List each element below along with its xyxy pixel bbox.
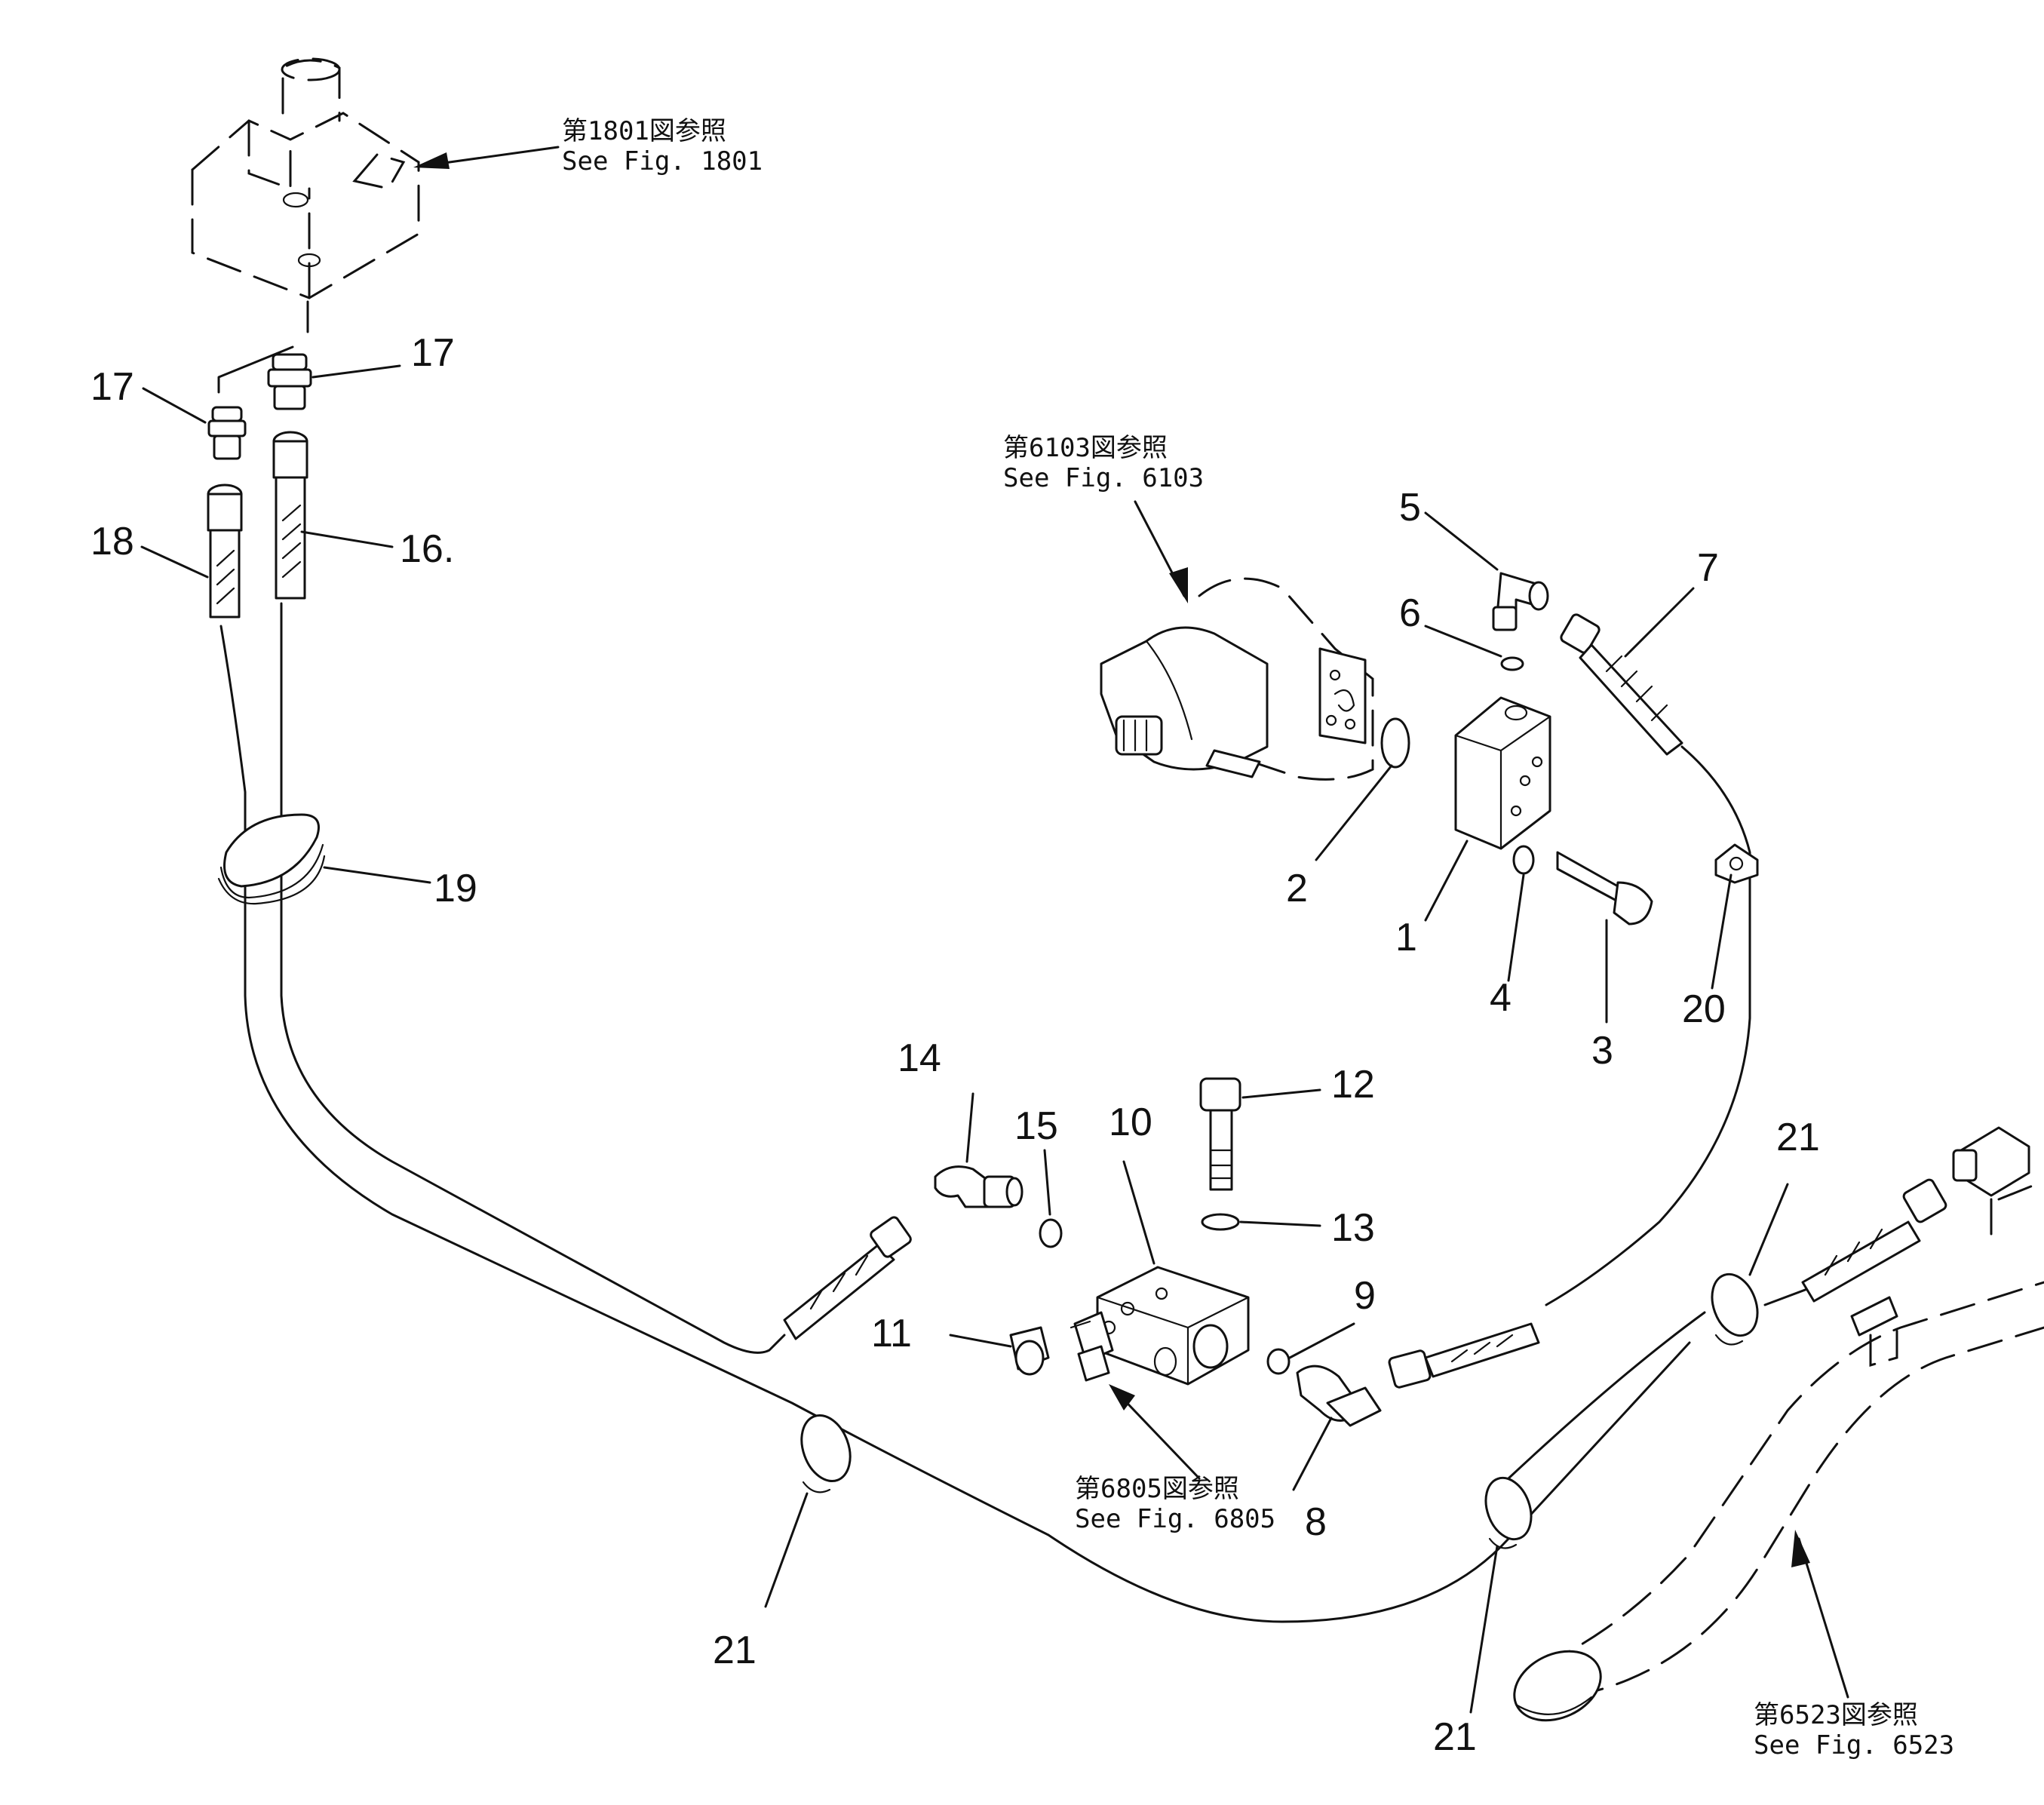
- label-part-2: 2: [1286, 867, 1308, 910]
- arrowhead-fig6523: [1791, 1530, 1810, 1567]
- label-part-9: 9: [1354, 1274, 1376, 1318]
- washer-4: [1512, 845, 1535, 875]
- ref-6805-en: See Fig. 6805: [1075, 1504, 1275, 1534]
- label-part-1: 1: [1395, 916, 1417, 959]
- label-part-17a: 17: [91, 365, 134, 409]
- valve-block-10: [1096, 1266, 1250, 1386]
- label-part-4: 4: [1490, 976, 1512, 1020]
- hose-end-14: [783, 1216, 912, 1340]
- clamp-21-left: [800, 1414, 852, 1493]
- hose-run-left-inner: [280, 602, 786, 1354]
- part-leaders: [140, 364, 1789, 1714]
- oring-6: [1500, 656, 1524, 671]
- label-part-17b: 17: [411, 331, 455, 375]
- label-part-7: 7: [1697, 546, 1719, 590]
- clamp-21-center: [1484, 1476, 1533, 1549]
- hose-run-left-outer: [219, 625, 1691, 1623]
- label-part-21b: 21: [1433, 1715, 1477, 1759]
- hose-right-fitting: [1801, 1178, 1947, 1303]
- elbow-5: [1492, 572, 1549, 631]
- ref-6523-en: See Fig. 6523: [1754, 1730, 1954, 1760]
- label-part-12: 12: [1331, 1063, 1375, 1107]
- label-part-5: 5: [1399, 486, 1421, 530]
- label-part-15: 15: [1014, 1104, 1058, 1148]
- arrowhead-fig6103: [1169, 567, 1188, 603]
- washer-13: [1201, 1213, 1240, 1231]
- flange-block-1: [1454, 696, 1551, 850]
- ref-6103-jp: 第6103図参照: [1003, 433, 1168, 463]
- hose-18: [207, 483, 243, 619]
- plug-11: [1009, 1326, 1050, 1376]
- bolt-12: [1199, 1077, 1241, 1191]
- label-part-8: 8: [1305, 1500, 1327, 1544]
- hose-end-8: [1388, 1322, 1540, 1389]
- label-part-14: 14: [898, 1036, 941, 1080]
- label-part-3: 3: [1591, 1029, 1613, 1073]
- ref-6103-en: See Fig. 6103: [1003, 463, 1204, 493]
- label-part-11: 11: [871, 1312, 912, 1355]
- hose-run-7: [1545, 745, 1751, 1306]
- ref-6523-jp: 第6523図参照: [1754, 1700, 1918, 1730]
- fitting-17-right: [267, 353, 312, 410]
- fitting-17-left: [207, 406, 247, 460]
- label-part-13: 13: [1331, 1206, 1375, 1250]
- tee-fitting-right: [1850, 1296, 1898, 1367]
- ref-6805-jp: 第6805図参照: [1075, 1474, 1239, 1504]
- label-part-10: 10: [1109, 1100, 1152, 1144]
- clamp-19: [217, 813, 326, 905]
- clamp-21-right: [1711, 1272, 1759, 1346]
- label-part-21a: 21: [713, 1628, 757, 1672]
- sensor-fig6805: [1070, 1311, 1114, 1382]
- hose-16: [272, 431, 308, 600]
- elbow-14: [934, 1165, 1024, 1208]
- label-part-16: 16.: [400, 527, 454, 571]
- arrowhead-fig1801: [413, 152, 450, 169]
- arrowhead-fig6805: [1109, 1384, 1135, 1411]
- hose-run-right-upper: [1507, 1281, 1827, 1480]
- valve-block-fig1801: [191, 57, 420, 394]
- ref-1801-en: See Fig. 1801: [562, 146, 763, 177]
- elbow-right-edge: [1952, 1126, 2038, 1239]
- tube-fig6523: [1513, 1281, 2044, 1722]
- oring-2: [1380, 717, 1410, 769]
- leader-fig6805: [1115, 1390, 1201, 1480]
- leader-fig6523: [1797, 1537, 1849, 1699]
- oring-9: [1266, 1348, 1291, 1375]
- ref-1801-jp: 第1801図参照: [562, 116, 726, 146]
- label-part-18: 18: [91, 520, 134, 563]
- hose-7: [1560, 613, 1683, 756]
- oring-15: [1039, 1218, 1063, 1248]
- label-part-21c: 21: [1776, 1116, 1820, 1159]
- elbow-8: [1296, 1364, 1382, 1427]
- label-part-20: 20: [1682, 987, 1726, 1031]
- label-part-19: 19: [434, 867, 477, 910]
- label-part-6: 6: [1399, 591, 1421, 635]
- bolt-3: [1556, 851, 1653, 926]
- pump-fig6103: [1100, 577, 1374, 781]
- clamp-20: [1714, 843, 1759, 884]
